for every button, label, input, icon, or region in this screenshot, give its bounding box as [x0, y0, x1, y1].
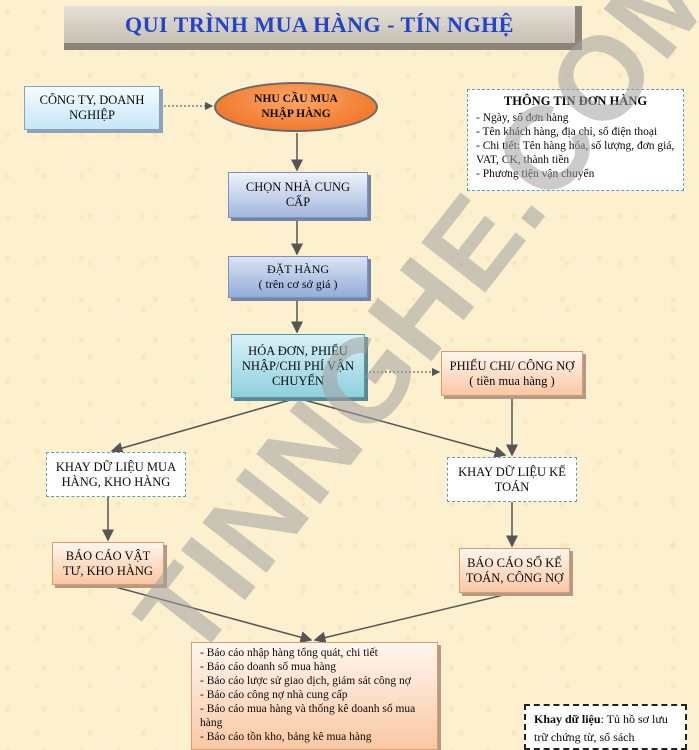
payment-line-1: PHIẾU CHI/ CÔNG NỢ — [449, 358, 575, 373]
purchase-tray-line-2: HÀNG, KHO HÀNG — [61, 474, 171, 489]
payment-box: PHIẾU CHI/ CÔNG NỢ ( tiền mua hàng ) — [441, 351, 583, 396]
order-info-heading: THÔNG TIN ĐƠN HÀNG — [503, 94, 648, 108]
report-item: - Báo cáo lược sử giao dịch, giám sát cô… — [200, 675, 411, 687]
invoice-to-purchase-tray-arrow — [110, 397, 298, 454]
purchase-tray-line-1: KHAY DỮ LIỆU MUA — [55, 459, 177, 474]
order-info-item: - Tên khách hàng, địa chỉ, số điện thoại — [476, 126, 658, 138]
company-line-2: NGHIỆP — [69, 108, 115, 122]
report-item: - Báo cáo công nợ nhà cung cấp — [200, 689, 348, 701]
accounting-tray-line-1: KHAY DỮ LIỆU KẾ — [458, 464, 566, 479]
demand-line-1: NHU CẦU MUA — [254, 93, 338, 105]
ledger-report-box: BÁO CÁO SỔ KẾ TOÁN, CÔNG NỢ — [459, 548, 570, 593]
material-report-line-1: BÁO CÁO VẬT — [65, 548, 151, 563]
purchase-data-tray: KHAY DỮ LIỆU MUA HÀNG, KHO HÀNG — [46, 452, 186, 497]
order-box: ĐẶT HÀNG ( trên cơ sở giá ) — [228, 256, 368, 298]
material-report-line-2: TƯ, KHO HÀNG — [63, 563, 153, 578]
title-banner: QUI TRÌNH MUA HÀNG - TÍN NGHỆ — [64, 6, 582, 50]
order-line-1: ĐẶT HÀNG — [266, 262, 330, 276]
report-item: - Báo cáo nhập hàng tổng quát, chi tiết — [200, 647, 378, 659]
legend-label: Khay dữ liệu — [534, 712, 601, 726]
payment-line-2: ( tiền mua hàng ) — [469, 373, 555, 388]
legend-text: : Tủ hồ sơ lưu trữ chứng từ, sổ sách — [534, 712, 668, 744]
order-info-item: - Chi tiết: Tên hàng hóa, số lượng, đơn … — [476, 140, 675, 166]
accounting-data-tray: KHAY DỮ LIỆU KẾ TOÁN — [447, 457, 577, 502]
order-info-item: - Ngày, số đơn hàng — [476, 112, 569, 124]
reports-summary-box: - Báo cáo nhập hàng tổng quát, chi tiết … — [191, 642, 438, 750]
order-info-panel: THÔNG TIN ĐƠN HÀNG - Ngày, số đơn hàng -… — [467, 89, 684, 191]
ledger-report-line-1: BÁO CÁO SỔ KẾ — [467, 555, 562, 570]
invoice-to-accounting-tray-arrow — [296, 397, 507, 459]
company-box: CÔNG TY, DOANH NGHIỆP — [24, 86, 160, 130]
legend-box: Khay dữ liệu: Tủ hồ sơ lưu trữ chứng từ,… — [524, 704, 687, 750]
page-title: QUI TRÌNH MUA HÀNG - TÍN NGHỆ — [125, 11, 514, 37]
accounting-tray-line-2: TOÁN — [494, 479, 530, 494]
invoice-line-3: CHUYỂN — [271, 373, 325, 388]
material-report-to-summary-arrow — [107, 584, 313, 644]
order-line-2: ( trên cơ sở giá ) — [258, 277, 338, 291]
report-item: - Báo cáo mua hàng và thống kê doanh số … — [200, 703, 416, 729]
company-line-1: CÔNG TY, DOANH — [39, 93, 145, 107]
ledger-report-to-summary-arrow — [313, 592, 513, 644]
choose-supplier-line-1: CHỌN NHÀ CUNG — [245, 180, 351, 194]
demand-line-2: NHẬP HÀNG — [261, 108, 331, 120]
choose-supplier-box: CHỌN NHÀ CUNG CẤP — [228, 172, 368, 218]
invoice-line-1: HÓA ĐƠN, PHIẾU — [248, 343, 348, 358]
invoice-line-2: NHẬP/CHI PHÍ VẬN — [241, 358, 355, 373]
report-item: - Báo cáo tồn kho, bảng kê mua hàng — [200, 731, 372, 743]
choose-supplier-line-2: CẤP — [285, 195, 311, 209]
report-item: - Báo cáo doanh số mua hàng — [200, 661, 337, 673]
demand-node: NHU CẦU MUA NHẬP HÀNG — [214, 82, 378, 132]
invoice-box: HÓA ĐƠN, PHIẾU NHẬP/CHI PHÍ VẬN CHUYỂN — [231, 334, 365, 398]
order-info-item: - Phương tiện vận chuyển — [476, 168, 595, 180]
material-report-box: BÁO CÁO VẬT TƯ, KHO HÀNG — [52, 542, 164, 585]
ledger-report-line-2: TOÁN, CÔNG NỢ — [465, 570, 564, 585]
